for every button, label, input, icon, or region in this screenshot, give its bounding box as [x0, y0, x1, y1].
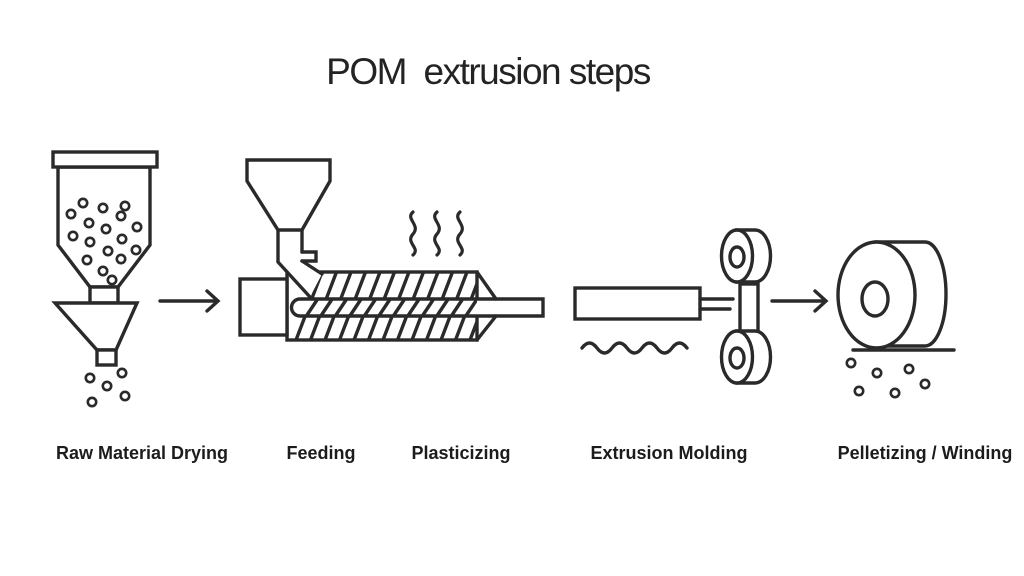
- winding-spool-illustration: [836, 240, 956, 399]
- screw-shaft-ticks: [305, 298, 477, 317]
- page-title: POM extrusion steps: [326, 51, 651, 92]
- funnel-outlet: [95, 348, 118, 367]
- pelletizer-roller-top: [719, 228, 773, 284]
- step-label-extrusion-molding: Extrusion Molding: [590, 443, 748, 463]
- roller-hub: [728, 245, 746, 269]
- water-wave-icon: [580, 341, 689, 355]
- extrusion-die-illustration: [573, 228, 773, 385]
- arrow-right-icon: [158, 289, 221, 313]
- pellets-in-hopper: [65, 197, 143, 286]
- tube-tab: [300, 250, 318, 263]
- step-label-plasticizing: Plasticizing: [411, 443, 511, 463]
- discharge-funnel: [51, 301, 140, 352]
- step-label-raw-material-drying: Raw Material Drying: [55, 443, 229, 463]
- finished-pellets: [845, 357, 931, 399]
- feeding-extruder-illustration: [238, 158, 545, 342]
- hopper-neck: [88, 285, 120, 305]
- die-block: [573, 286, 702, 321]
- feed-tube: [276, 226, 324, 299]
- drive-block: [238, 277, 289, 337]
- roller-link-bar: [738, 282, 760, 334]
- feed-funnel: [245, 158, 332, 232]
- roller-hub: [728, 346, 746, 370]
- extruded-strands: [698, 297, 735, 311]
- heat-waves-icon: [409, 210, 464, 257]
- nozzle-taper: [475, 270, 498, 342]
- pelletizer-roller-bottom: [719, 329, 773, 385]
- hopper-lid: [51, 150, 159, 169]
- step-label-feeding: Feeding: [286, 443, 356, 463]
- falling-pellets: [84, 367, 131, 408]
- drying-hopper-illustration: [51, 150, 159, 408]
- roll-core-hole: [860, 280, 890, 318]
- arrow-right-icon: [770, 289, 829, 313]
- step-label-pelletizing-winding: Pelletizing / Winding: [837, 443, 1013, 463]
